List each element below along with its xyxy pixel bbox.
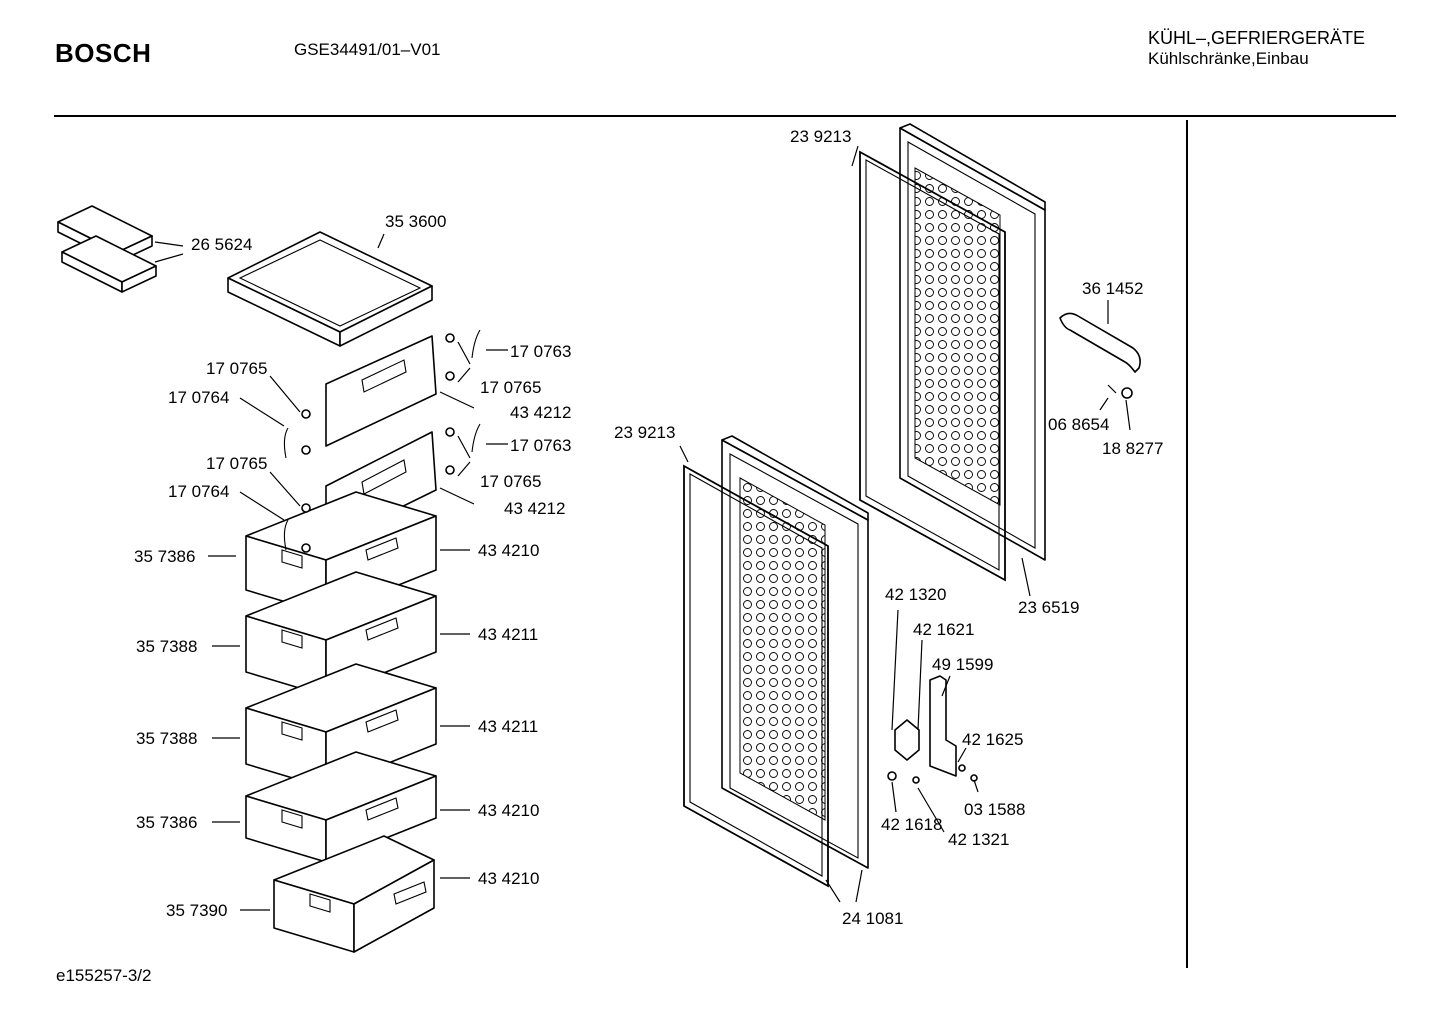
lower-door: [721, 435, 869, 869]
label-flap-spring-left-1: 17 0764: [168, 388, 229, 407]
label-drawer-2-body: 35 7388: [136, 637, 197, 656]
category-title: KÜHL–,GEFRIERGERÄTE: [1148, 28, 1366, 48]
label-hinge-angle: 49 1599: [932, 655, 993, 674]
label-hinge-washer: 03 1588: [964, 800, 1025, 819]
ice-packs: [57, 205, 157, 293]
drawing-id: e155257-3/2: [56, 966, 152, 985]
label-drawer-3-body: 35 7388: [136, 729, 197, 748]
label-hinge-bushing-2: 17 0765: [480, 472, 541, 491]
label-drawer-2-front: 43 4211: [478, 625, 538, 644]
label-shelf: 35 3600: [385, 212, 446, 231]
lower-door-gasket: [683, 464, 829, 888]
category-subtitle: Kühlschränke,Einbau: [1148, 49, 1309, 68]
label-flap-2: 43 4212: [504, 499, 565, 518]
flap-1: [325, 335, 437, 447]
door-handle: [1059, 312, 1141, 399]
label-flap-1: 43 4212: [510, 403, 571, 422]
label-hinge-nut: 42 1321: [948, 830, 1009, 849]
label-door-gasket-upper: 23 9213: [790, 127, 851, 146]
label-drawer-4-body: 35 7386: [136, 813, 197, 832]
label-handle: 36 1452: [1082, 279, 1143, 298]
part-labels: 26 5624 35 3600 17 0763 17 0765 43 4212 …: [134, 127, 1163, 928]
upper-door-gasket: [859, 150, 1006, 582]
flap-pins: [283, 329, 481, 553]
label-door-inner-lower: 24 1081: [842, 909, 903, 928]
label-door-inner-upper: 23 6519: [1018, 598, 1079, 617]
label-flap-pin-left-2: 17 0765: [206, 454, 267, 473]
upper-door: [899, 123, 1046, 561]
label-drawer-3-front: 43 4211: [478, 717, 538, 736]
label-hinge-cap: 42 1618: [881, 815, 942, 834]
drawer: [273, 835, 435, 953]
label-hinge-pin-1: 17 0763: [510, 342, 571, 361]
leader-lines: [154, 145, 1131, 911]
model-number: GSE34491/01–V01: [294, 40, 441, 59]
label-door-gasket-lower: 23 9213: [614, 423, 675, 442]
shelf: [227, 231, 433, 347]
label-hinge-pin-2: 17 0763: [510, 436, 571, 455]
drawers: [245, 491, 437, 953]
label-hinge-bracket: 42 1320: [885, 585, 946, 604]
hinge-parts: [887, 675, 978, 784]
label-hinge-bushing-1: 17 0765: [480, 378, 541, 397]
header-divider: [54, 115, 1396, 117]
vertical-divider: [1186, 120, 1188, 968]
label-flap-pin-left-1: 17 0765: [206, 359, 267, 378]
label-drawer-5-body: 35 7390: [166, 901, 227, 920]
label-hinge-plate: 42 1621: [913, 620, 974, 639]
label-drawer-5-front: 43 4210: [478, 869, 539, 888]
label-flap-spring-left-2: 17 0764: [168, 482, 229, 501]
label-drawer-1-front: 43 4210: [478, 541, 539, 560]
label-handle-screw: 06 8654: [1048, 415, 1109, 434]
label-drawer-1-body: 35 7386: [134, 547, 195, 566]
label-drawer-4-front: 43 4210: [478, 801, 539, 820]
label-hinge-screw: 42 1625: [962, 730, 1023, 749]
brand-logo: BOSCH: [55, 38, 152, 68]
drawer: [245, 751, 437, 863]
label-handle-cap: 18 8277: [1102, 439, 1163, 458]
label-ice-pack: 26 5624: [191, 235, 252, 254]
